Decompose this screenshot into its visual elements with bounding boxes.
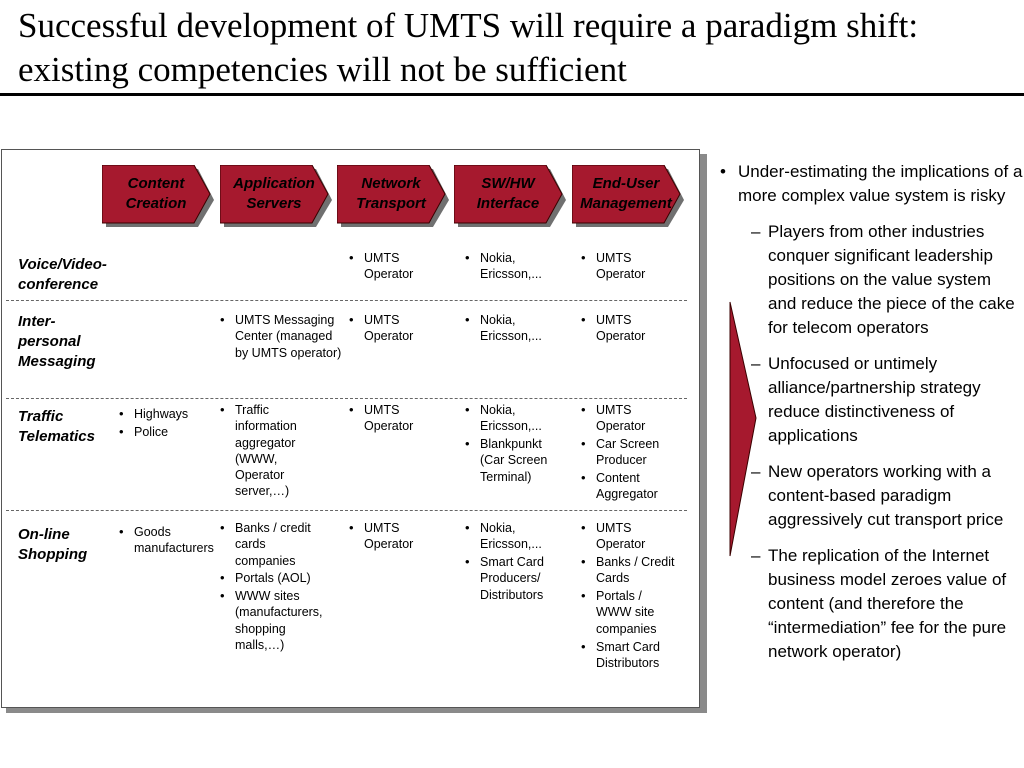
list-item: Car Screen Producer	[578, 436, 678, 469]
cell-messaging-servers: UMTS Messaging Center (managed by UMTS o…	[217, 312, 345, 362]
row-separator	[6, 398, 687, 399]
cell-voice-interface: Nokia, Ericsson,...	[462, 250, 562, 284]
chevron-shape	[454, 165, 566, 227]
cell-shopping-content: Goods manufacturers	[116, 524, 231, 558]
list-item: WWW sites (manufacturers, shopping malls…	[217, 588, 325, 653]
list-item: Smart Card Producers/ Distributors	[462, 554, 562, 603]
sub-bullet: The replication of the Internet business…	[718, 544, 1024, 664]
list-item: UMTS Operator	[346, 402, 438, 435]
list-item: Blankpunkt (Car Screen Terminal)	[462, 436, 562, 485]
list-item: Smart Card Distributors	[578, 639, 678, 672]
list-item: UMTS Operator	[578, 520, 678, 553]
main-bullet: Under-estimating the implications of a m…	[718, 160, 1024, 208]
sub-bullet: Unfocused or untimely alliance/partnersh…	[718, 352, 1024, 448]
list-item: Banks / credit cards companies	[217, 520, 325, 569]
sub-bullet: New operators working with a content-bas…	[718, 460, 1024, 532]
cell-shopping-servers: Banks / credit cards companies Portals (…	[217, 520, 325, 655]
list-item: Portals / WWW site companies	[578, 588, 678, 637]
list-item: UMTS Operator	[346, 312, 438, 345]
chevron-shape	[337, 165, 449, 227]
slide-title: Successful development of UMTS will requ…	[18, 6, 919, 89]
list-item: UMTS Operator	[578, 250, 678, 283]
list-item: Banks / Credit Cards	[578, 554, 678, 587]
row-separator	[6, 510, 687, 511]
list-item: Nokia, Ericsson,...	[462, 250, 562, 283]
list-item: Nokia, Ericsson,...	[462, 520, 562, 553]
list-item: Highways	[116, 406, 216, 423]
row-label-messaging: Inter- personal Messaging	[18, 313, 96, 370]
cell-telematics-interface: Nokia, Ericsson,... Blankpunkt (Car Scre…	[462, 402, 562, 486]
list-item: UMTS Messaging Center (managed by UMTS o…	[217, 312, 345, 361]
list-item: UMTS Operator	[346, 520, 438, 553]
cell-telematics-network: UMTS Operator	[346, 402, 438, 436]
list-item: Police	[116, 424, 216, 441]
cell-messaging-enduser: UMTS Operator	[578, 312, 678, 346]
cell-telematics-content: Highways Police	[116, 406, 216, 442]
row-label-telematics: Traffic Telematics	[18, 408, 95, 445]
chevron-shape	[572, 165, 684, 227]
list-item: Traffic information aggregator (WWW, Ope…	[217, 402, 325, 500]
list-item: Content Aggregator	[578, 470, 678, 503]
title-divider	[0, 93, 1024, 96]
cell-telematics-servers: Traffic information aggregator (WWW, Ope…	[217, 402, 325, 501]
row-label-shopping: On-line Shopping	[18, 526, 88, 563]
list-item: UMTS Operator	[346, 250, 438, 283]
cell-messaging-interface: Nokia, Ericsson,...	[462, 312, 562, 346]
implications-panel: Under-estimating the implications of a m…	[718, 160, 1024, 676]
chevron-shape	[102, 165, 214, 227]
cell-shopping-enduser: UMTS Operator Banks / Credit Cards Porta…	[578, 520, 678, 673]
cell-messaging-network: UMTS Operator	[346, 312, 438, 346]
row-separator	[6, 300, 687, 301]
list-item: UMTS Operator	[578, 402, 678, 435]
list-item: Portals (AOL)	[217, 570, 325, 587]
list-item: UMTS Operator	[578, 312, 678, 345]
cell-voice-enduser: UMTS Operator	[578, 250, 678, 284]
list-item: Nokia, Ericsson,...	[462, 312, 562, 345]
cell-voice-network: UMTS Operator	[346, 250, 438, 284]
chevron-shape	[220, 165, 332, 227]
list-item: Goods manufacturers	[116, 524, 231, 557]
sub-bullet: Players from other industries conquer si…	[718, 220, 1024, 340]
cell-shopping-network: UMTS Operator	[346, 520, 438, 554]
row-label-voice-video: Voice/Video- conference	[18, 256, 107, 293]
cell-shopping-interface: Nokia, Ericsson,... Smart Card Producers…	[462, 520, 562, 604]
list-item: Nokia, Ericsson,...	[462, 402, 562, 435]
cell-telematics-enduser: UMTS Operator Car Screen Producer Conten…	[578, 402, 678, 504]
